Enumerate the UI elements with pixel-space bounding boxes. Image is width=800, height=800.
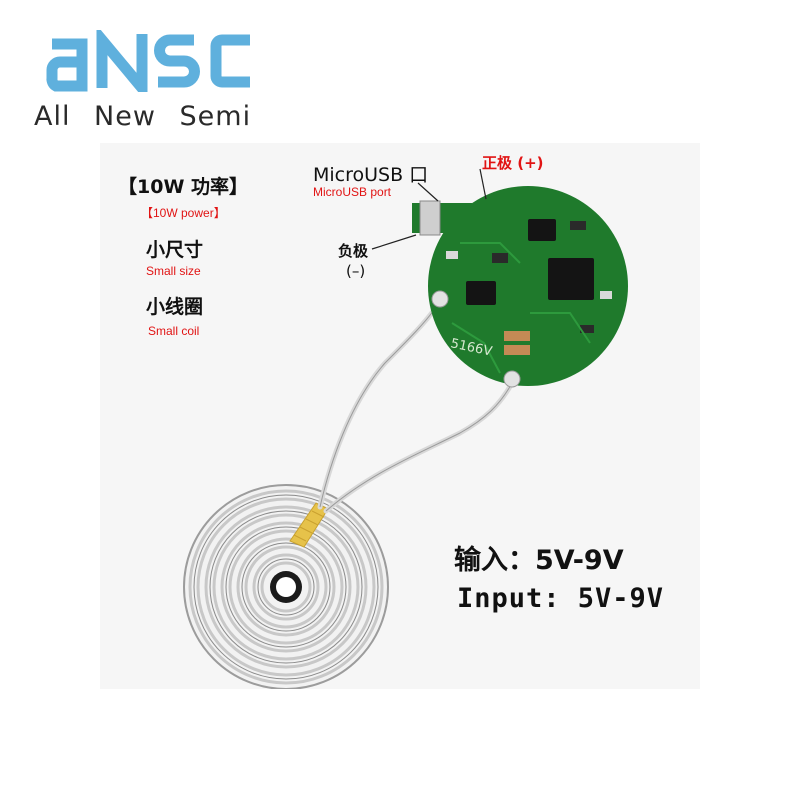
microusb-label-english: MicroUSB port [313,185,392,199]
coil-label-english: Small coil [148,324,200,338]
wireless-charging-coil [183,484,389,689]
ansc-logo [46,30,250,92]
negative-terminal-label: 负极 [338,242,369,260]
power-label: 【10W 功率】 [118,176,249,198]
pcb-board: 5166V [412,186,628,388]
input-voltage-label: 输入：5V-9V [454,545,624,576]
power-label-english: 【10W power】 [141,206,226,220]
negative-sign-label: (–) [346,262,366,280]
input-voltage-label-english: Input: 5V-9V [457,583,665,614]
microusb-label: MicroUSB 口 [313,164,429,186]
product-illustration: 5166V [183,168,628,689]
positive-terminal-label: 正极 (+) [482,154,544,172]
brand-tagline: All New Semi [34,101,252,132]
size-label: 小尺寸 [146,239,204,261]
coil-label: 小线圈 [146,296,204,318]
size-label-english: Small size [146,264,201,278]
